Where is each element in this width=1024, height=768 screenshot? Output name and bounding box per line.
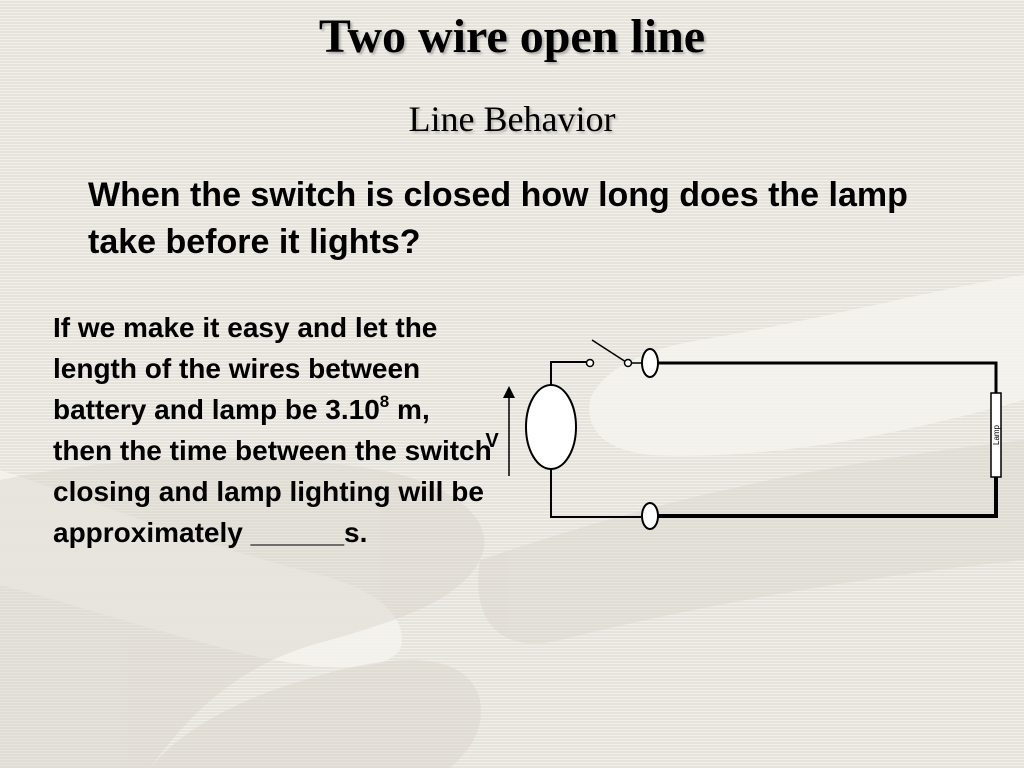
explanation-part-1: If we make it easy and let the length of… bbox=[53, 312, 438, 425]
top-terminal bbox=[641, 348, 659, 378]
explanation-part-2: m, then the time between the switch clos… bbox=[53, 394, 492, 548]
bottom-wire bbox=[658, 477, 998, 518]
explanation-text: If we make it easy and let the length of… bbox=[53, 307, 493, 553]
slide-subtitle: Line Behavior bbox=[408, 99, 616, 139]
slide-title: Two wire open line bbox=[318, 10, 706, 63]
lamp-label: Lamp bbox=[992, 424, 1001, 445]
switch bbox=[585, 339, 642, 368]
top-wire bbox=[658, 361, 998, 393]
lamp bbox=[990, 392, 1002, 478]
question-text: When the switch is closed how long does … bbox=[88, 176, 908, 261]
exponent: 8 bbox=[379, 391, 390, 411]
voltage-label: V bbox=[485, 430, 499, 452]
bottom-terminal bbox=[641, 502, 659, 530]
circuit-diagram: V Lamp bbox=[485, 339, 1002, 530]
voltage-source bbox=[525, 361, 641, 518]
